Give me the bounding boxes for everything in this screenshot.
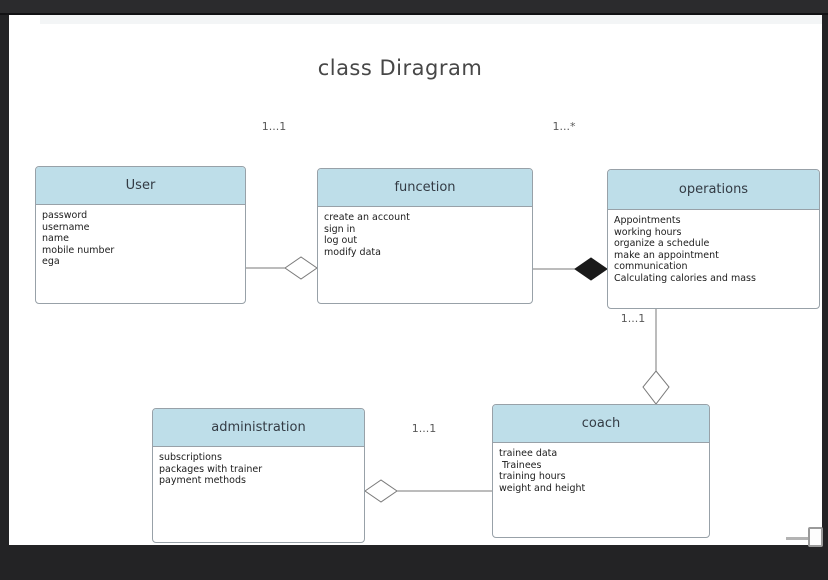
attribute: subscriptions — [159, 452, 222, 463]
attribute: mobile number — [42, 244, 115, 256]
window-top-bar — [0, 0, 828, 15]
multiplicity-label-user-function[interactable]: 1...1 — [261, 120, 287, 133]
attribute: Trainees — [499, 459, 542, 471]
diagram-title[interactable]: class Diragram — [317, 56, 483, 80]
attribute: log out — [324, 235, 358, 246]
attribute: training hours — [499, 471, 566, 482]
attribute: sign in — [324, 223, 356, 235]
attribute: modify data — [324, 246, 381, 258]
canvas-top-strip — [40, 15, 822, 24]
attribute: ega — [42, 256, 60, 267]
attribute: username — [42, 221, 90, 233]
attribute: password — [42, 210, 88, 221]
attribute: create an account — [324, 212, 410, 223]
attribute: communication — [614, 261, 688, 272]
corner-handle-line — [786, 537, 810, 540]
aggregation-diamond-icon — [364, 479, 398, 503]
attribute: trainee data — [499, 448, 558, 459]
attribute: packages with trainer — [159, 463, 263, 475]
attribute: weight and height — [499, 482, 586, 494]
aggregation-diamond-icon — [642, 370, 670, 405]
class-title-user: User — [36, 167, 245, 205]
attribute: organize a schedule — [614, 238, 710, 249]
class-title-administration: administration — [153, 409, 364, 447]
attribute: name — [42, 233, 69, 244]
multiplicity-label-function-operations[interactable]: 1...* — [552, 120, 576, 133]
diagram-canvas[interactable]: class Diragram 1...1 1...* 1...1 1...1 U… — [9, 15, 823, 547]
attribute: working hours — [614, 226, 682, 238]
attribute: Calculating calories and mass — [614, 272, 756, 284]
connector-function-operations[interactable] — [533, 257, 608, 281]
attribute: make an appointment — [614, 249, 719, 261]
attribute: Appointments — [614, 215, 681, 226]
attribute: payment methods — [159, 475, 246, 486]
class-title-operations: operations — [608, 170, 819, 210]
corner-resize-handle[interactable] — [808, 527, 823, 547]
class-title-function: funcetion — [318, 169, 532, 207]
connector-user-function[interactable] — [246, 256, 318, 280]
class-title-coach: coach — [493, 405, 709, 443]
aggregation-diamond-icon — [284, 256, 318, 280]
multiplicity-label-administration-coach[interactable]: 1...1 — [411, 422, 437, 435]
connector-layer — [246, 256, 670, 503]
multiplicity-label-operations-coach[interactable]: 1...1 — [620, 312, 646, 325]
connector-administration-coach[interactable] — [364, 479, 492, 503]
composition-diamond-icon — [574, 257, 608, 281]
